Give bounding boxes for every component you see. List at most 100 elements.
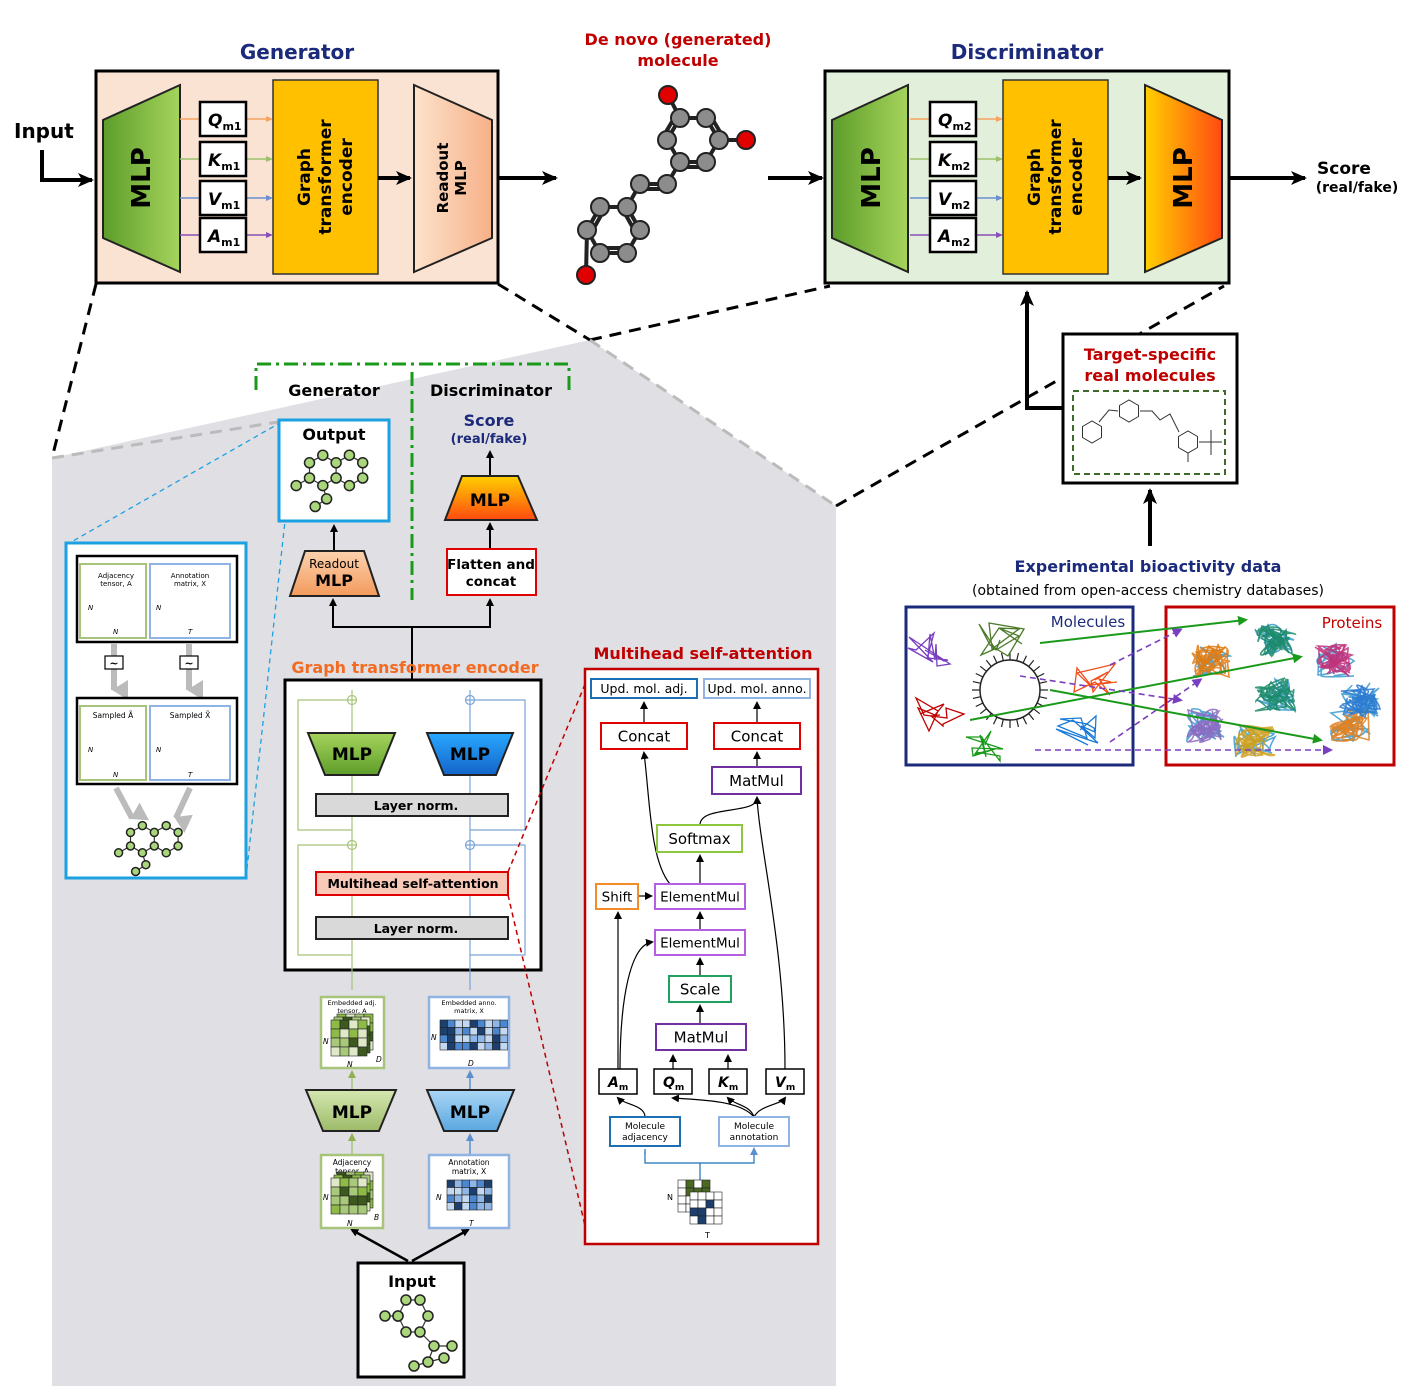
matrix-cell [469, 1027, 478, 1036]
atom [356, 472, 369, 484]
matrix-cell [484, 1027, 493, 1036]
detail-discriminator-label: Discriminator [430, 381, 552, 400]
multihead-self-attention-block[interactable] [315, 871, 509, 896]
matrix-cell [330, 1028, 341, 1039]
zoom-guide-line [835, 284, 1225, 508]
embedding-mlp-annotation [425, 1089, 516, 1132]
svg-text:D: D [376, 1055, 382, 1064]
generator-title: Generator [240, 40, 354, 64]
atom [696, 152, 716, 172]
a-matrix-box [928, 216, 978, 254]
matrix-cell [484, 1042, 493, 1051]
arrow [411, 1228, 470, 1263]
q-matrix-box [198, 100, 248, 138]
input-label: Input [14, 119, 74, 143]
matrix-cell [357, 1177, 368, 1188]
detail-score-sublabel: (real/fake) [451, 432, 528, 447]
readout-label: MLP [452, 160, 470, 195]
atom [428, 1340, 440, 1352]
attention-panel [583, 667, 820, 1246]
elementmul-label: ElementMul [660, 935, 740, 951]
atom [590, 197, 610, 217]
matrix-cell [677, 1195, 687, 1205]
tilde-symbol: ~ [109, 657, 118, 670]
tilde-symbol: ~ [184, 657, 193, 670]
layer-norm-top [315, 793, 509, 817]
upd-adj-label: Upd. mol. adj. [600, 681, 687, 696]
matrix-cell [447, 1027, 456, 1036]
atom [422, 1356, 434, 1368]
matrix-cell [348, 1046, 359, 1057]
matrix-cell [492, 1027, 501, 1036]
v-matrix-box [198, 179, 248, 217]
atom [137, 820, 148, 831]
zoom-guide-line [245, 520, 286, 879]
matrix-cell [461, 1187, 470, 1196]
matrix-cell [330, 1204, 341, 1215]
matrix-cell [454, 1034, 463, 1043]
svg-text:N: N [88, 746, 94, 754]
matrix-cell [697, 1191, 707, 1201]
matrix-cell [469, 1187, 478, 1196]
matrix-cell [330, 1037, 341, 1048]
input-arrow [40, 150, 94, 187]
atom [125, 827, 136, 838]
layer-norm-label: Layer norm. [374, 921, 459, 936]
arrow [173, 786, 193, 833]
matrix-cell [339, 1037, 350, 1048]
matrix-cell [454, 1179, 463, 1188]
encoder-mlp-label: MLP [332, 745, 372, 765]
matrix-cell [357, 1046, 368, 1057]
discriminator-mlp [831, 83, 909, 274]
embedding-mlp-label: MLP [450, 1103, 490, 1123]
atom [317, 449, 329, 461]
matrix-cell [476, 1194, 485, 1203]
sampled-graph [113, 820, 183, 877]
atom [617, 197, 637, 217]
generator-readout-mlp [413, 83, 493, 274]
shift-label: Shift [602, 889, 633, 905]
interaction-arrow [1109, 628, 1183, 666]
matrix-cell [492, 1042, 501, 1051]
matrix-cell [677, 1187, 687, 1197]
atom [303, 472, 316, 484]
concat-box [713, 722, 801, 750]
k-matrix-box [198, 140, 248, 178]
matrix-cell [705, 1215, 715, 1225]
embedding-mlp-label: MLP [332, 1103, 372, 1123]
atom [630, 220, 650, 240]
matrix-cell [469, 1202, 478, 1211]
atom [709, 130, 729, 150]
matrix-cell [484, 1187, 493, 1196]
readout-mlp [288, 550, 381, 597]
matrix-cell [469, 1042, 478, 1051]
matrix-cell [454, 1019, 463, 1028]
atom [657, 130, 677, 150]
atom [696, 108, 716, 128]
upd-anno-label: Upd. mol. anno. [707, 681, 806, 696]
atom [113, 848, 124, 858]
atom [617, 243, 637, 263]
matrix-cell [330, 1019, 341, 1030]
k-matrix-label: Km2 [938, 151, 970, 173]
matrix-cell [461, 1179, 470, 1188]
encoder-mlp-label: MLP [450, 745, 490, 765]
am-box [598, 1068, 638, 1095]
sampling-operator [179, 655, 199, 670]
matrix-cell [446, 1179, 455, 1188]
generator-mlp [102, 83, 181, 274]
qm-box [653, 1068, 693, 1095]
matrix-cell [469, 1179, 478, 1188]
atom [130, 866, 141, 877]
annotation-frame [149, 705, 231, 781]
svg-text:N: N [156, 746, 162, 754]
matrix-cell [461, 1194, 470, 1203]
matrix-cell [348, 1177, 359, 1188]
matrix-cell [348, 1204, 359, 1215]
arrow [350, 1228, 409, 1263]
matrix-cell [484, 1019, 493, 1028]
matrix-cell [339, 1195, 350, 1206]
embedded-adjacency-label: Embedded adj.tensor, A [328, 999, 377, 1015]
